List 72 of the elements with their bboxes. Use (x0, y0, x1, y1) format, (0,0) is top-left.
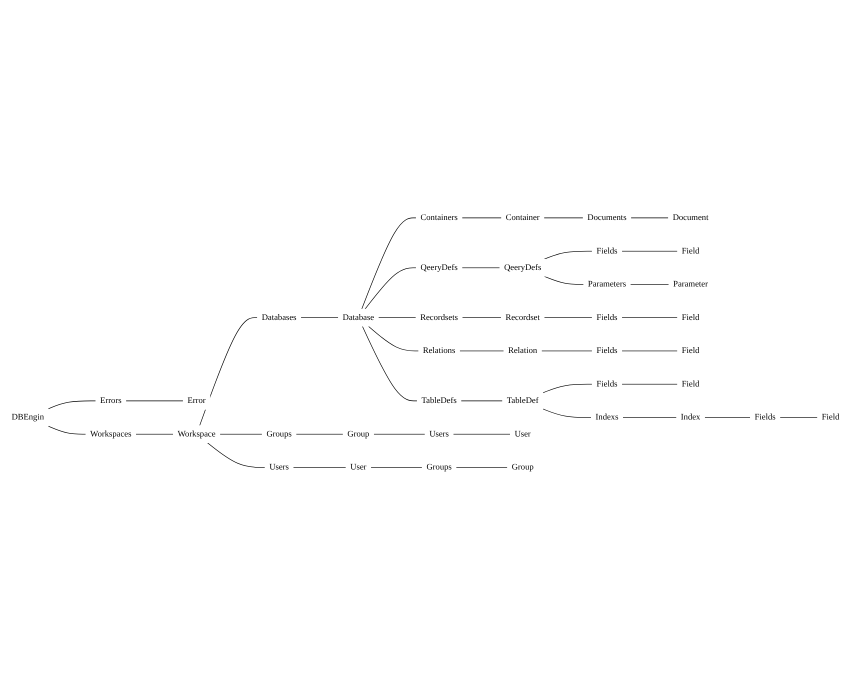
connector (544, 251, 593, 260)
node-text: DBEngin (12, 413, 44, 422)
connector (48, 426, 86, 435)
connector (542, 408, 592, 418)
node-text: Groups (266, 430, 292, 439)
node-text: Users (429, 430, 449, 439)
connector (368, 326, 419, 352)
node-text: TableDef (506, 396, 539, 406)
node-text: Databases (262, 313, 296, 322)
connector (220, 434, 262, 435)
connector (199, 318, 258, 426)
connector (48, 400, 96, 410)
node-text: Fields (596, 246, 618, 256)
connector (126, 400, 184, 402)
node-text: Field (822, 413, 840, 422)
node-text: QeeryDefs (420, 263, 458, 272)
node-text: Database (342, 313, 374, 322)
node-text: Container (506, 213, 540, 223)
node-text: Errors (100, 396, 122, 406)
node-text: User (514, 430, 531, 439)
node-text: Relations (422, 346, 456, 356)
node-text: Group (347, 430, 370, 439)
node-text: Field (682, 346, 700, 356)
connector (462, 218, 502, 219)
node-text: Fields (596, 313, 618, 322)
node-text: Indexs (596, 413, 618, 422)
node-text: Fields (754, 413, 776, 422)
connector (456, 467, 508, 468)
tree-diagram: DBEngin Errors Error Workspaces Workspace Databases Database Containers Container Documents Document QeeryDefs QeeryDefs Fields Field Parameters Parameter Recordsets Recordset Fields Field Relations Relation Fields Field TableDefs TableDef Fields Field Indexs Index Fields Field Groups Group Users User Users User Groups Group (3, 205, 848, 481)
node-text: Field (682, 246, 700, 256)
connector (135, 434, 174, 435)
connector (296, 434, 344, 435)
node-text: Group (512, 462, 534, 472)
node-text: Relation (508, 346, 538, 356)
node-text: Parameters (588, 280, 626, 290)
node-text: Field (682, 313, 700, 322)
node-text: Documents (587, 213, 627, 223)
connector (630, 218, 669, 219)
node-text: Field (682, 380, 700, 389)
connector (362, 326, 418, 402)
node-text: User (350, 462, 366, 472)
node-text: Containers (420, 213, 458, 223)
connector (630, 284, 670, 286)
connector (621, 251, 678, 252)
connector (292, 467, 346, 468)
node-text: Fields (596, 380, 618, 389)
connector (621, 350, 678, 352)
connector (452, 434, 511, 435)
node-text: TableDefs (422, 396, 457, 406)
connector (370, 467, 422, 468)
node-text: Fields (596, 346, 618, 356)
node-text: Index (680, 413, 700, 422)
node-text: Recordsets (420, 313, 458, 322)
node-text: Users (269, 462, 289, 472)
connector (621, 384, 678, 385)
connector (361, 218, 417, 310)
connector (541, 350, 593, 352)
connector (544, 218, 584, 219)
node-text: Workspaces (90, 430, 132, 439)
connector (542, 384, 593, 394)
node-text: Recordset (506, 313, 540, 322)
connector (207, 442, 266, 468)
node-text: Document (672, 213, 708, 223)
node-text: Groups (426, 462, 452, 472)
connector (459, 350, 504, 352)
node-text: Workspace (178, 430, 216, 439)
node-text: QeeryDefs (504, 263, 542, 272)
connector (364, 268, 417, 310)
node-text: Parameter (673, 280, 708, 290)
connector (373, 434, 426, 435)
connector (460, 400, 503, 402)
connector (544, 276, 584, 286)
